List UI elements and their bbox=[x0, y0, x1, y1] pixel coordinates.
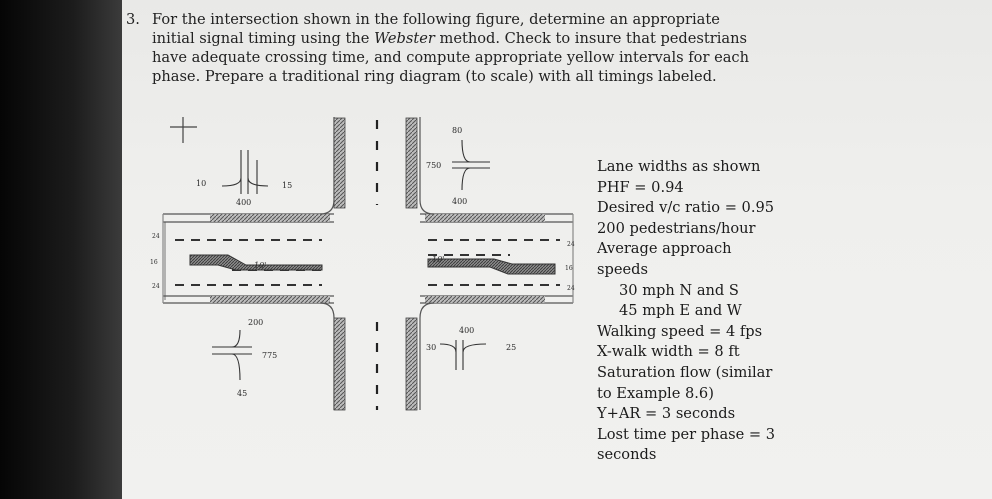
east-lane-lines bbox=[428, 239, 560, 286]
sw-right-volume: 775 bbox=[262, 351, 277, 360]
east-width-16: 16 bbox=[565, 265, 573, 272]
east-north-sidewalk bbox=[425, 214, 545, 222]
problem-statement: 3. For the intersection shown in the fol… bbox=[126, 10, 826, 86]
given-speed-ns: 30 mph N and S bbox=[619, 281, 739, 299]
west-north-sidewalk bbox=[210, 214, 330, 222]
west-width-24-bottom: 24 bbox=[152, 283, 160, 290]
se-right-volume: 25 bbox=[506, 343, 516, 352]
ne-left-volume: 750 bbox=[426, 161, 441, 170]
given-lost-time-1: Lost time per phase = 3 bbox=[597, 425, 776, 443]
eastbound-movement-arrows bbox=[212, 329, 252, 381]
west-approach bbox=[162, 213, 334, 304]
problem-number: 3. bbox=[126, 11, 140, 28]
webster-term: Webster bbox=[374, 30, 435, 47]
given-conditions: Lane widths as shown PHF = 0.94 Desired … bbox=[597, 157, 897, 466]
nw-right-volume: 15 bbox=[282, 181, 292, 190]
east-width-24-top: 24 bbox=[567, 241, 575, 248]
south-east-sidewalk bbox=[405, 317, 418, 411]
problem-line-2: initial signal timing using the Webster … bbox=[152, 30, 747, 47]
background-shadow bbox=[0, 0, 122, 499]
north-west-sidewalk bbox=[333, 117, 346, 209]
north-east-sidewalk bbox=[405, 117, 418, 209]
problem-line-1: For the intersection shown in the follow… bbox=[152, 11, 720, 28]
nw-through-volume: 400 bbox=[236, 198, 251, 207]
problem-line-3: have adequate crossing time, and compute… bbox=[152, 49, 749, 66]
given-walking-speed: Walking speed = 4 fps bbox=[597, 322, 763, 340]
south-west-sidewalk bbox=[333, 317, 346, 411]
given-phf: PHF = 0.94 bbox=[597, 178, 684, 196]
ne-top-volume: 80 bbox=[452, 126, 462, 135]
nw-left-volume: 10 bbox=[196, 179, 206, 188]
east-median-label: 10' bbox=[432, 255, 444, 264]
west-lane-lines bbox=[175, 239, 322, 286]
sw-bottom-volume: 45 bbox=[237, 389, 247, 398]
se-top-volume: 400 bbox=[459, 326, 474, 335]
ne-bottom-volume: 400 bbox=[452, 197, 467, 206]
given-y-ar: Y+AR = 3 seconds bbox=[597, 405, 736, 423]
west-width-16: 16 bbox=[150, 259, 158, 266]
given-lost-time-2: seconds bbox=[597, 446, 657, 464]
west-median bbox=[189, 254, 323, 271]
west-median-label: 10' bbox=[254, 261, 266, 270]
given-lane-widths: Lane widths as shown bbox=[597, 158, 761, 175]
sw-top-volume: 200 bbox=[248, 318, 263, 327]
given-avg-speeds-1: Average approach bbox=[597, 240, 732, 258]
given-speed-ew: 45 mph E and W bbox=[619, 302, 742, 320]
given-avg-speeds-2: speeds bbox=[597, 260, 648, 278]
east-width-24-bottom: 24 bbox=[567, 285, 575, 292]
given-xwalk-width: X-walk width = 8 ft bbox=[597, 343, 740, 361]
given-pedestrians: 200 pedestrians/hour bbox=[597, 219, 756, 237]
given-sat-flow-1: Saturation flow (similar bbox=[597, 363, 773, 381]
given-sat-flow-2: to Example 8.6) bbox=[597, 384, 714, 402]
north-arrow-icon bbox=[170, 117, 197, 143]
east-south-sidewalk bbox=[425, 296, 545, 303]
westbound-movement-arrows bbox=[452, 139, 490, 191]
problem-line-4: phase. Prepare a traditional ring diagra… bbox=[152, 68, 717, 85]
west-south-sidewalk bbox=[210, 296, 330, 303]
southbound-movement-arrows bbox=[221, 150, 269, 194]
given-vc-ratio: Desired v/c ratio = 0.95 bbox=[597, 199, 775, 217]
west-width-24-top: 24 bbox=[152, 233, 160, 240]
east-median bbox=[427, 258, 556, 275]
se-left-volume: 30 bbox=[426, 343, 436, 352]
paper-page bbox=[122, 0, 992, 499]
northbound-movement-arrows bbox=[439, 340, 487, 370]
